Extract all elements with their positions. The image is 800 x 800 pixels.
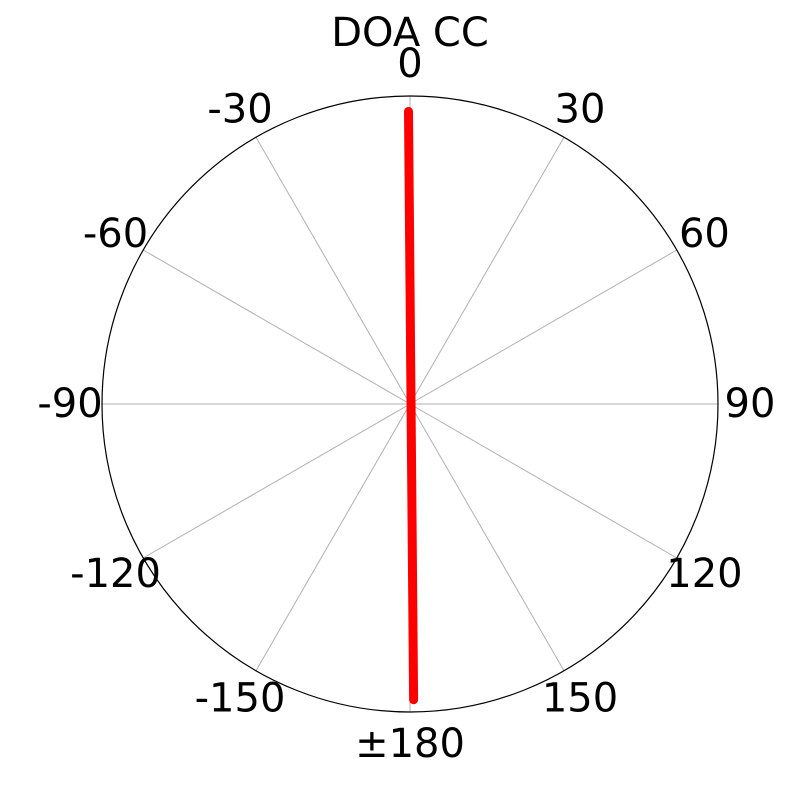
- polar-frame: [101, 95, 719, 713]
- angle-tick-label: -150: [195, 675, 286, 721]
- angle-tick-label: ±180: [355, 721, 465, 767]
- angle-gridline: [255, 137, 411, 405]
- series-layer: [404, 106, 419, 705]
- angle-tick-label: 150: [542, 675, 618, 721]
- angle-tick-label: 120: [666, 551, 742, 597]
- angle-gridline: [143, 403, 411, 559]
- angle-gridline: [409, 249, 677, 405]
- angle-gridline: [255, 403, 411, 671]
- grid-layer: [102, 96, 718, 712]
- angle-tick-label: 30: [555, 87, 606, 133]
- chart-title: DOA CC: [331, 10, 489, 56]
- angle-tick-labels: 0 30 60 90 120 150 ±180 -150 -120 -90 -60 -30: [37, 41, 775, 767]
- angle-gridline: [143, 249, 411, 405]
- angle-gridline: [409, 137, 565, 405]
- angle-gridline: [409, 403, 565, 671]
- angle-tick-label: -90: [37, 381, 102, 427]
- angle-tick-label: -120: [70, 551, 161, 597]
- angle-tick-label: 0: [397, 41, 422, 87]
- angle-tick-label: -60: [83, 211, 148, 257]
- angle-tick-label: -30: [207, 87, 272, 133]
- series-line: [404, 106, 419, 705]
- angle-gridline: [409, 403, 677, 559]
- angle-tick-label: 60: [679, 211, 730, 257]
- angle-tick-label: 90: [725, 381, 776, 427]
